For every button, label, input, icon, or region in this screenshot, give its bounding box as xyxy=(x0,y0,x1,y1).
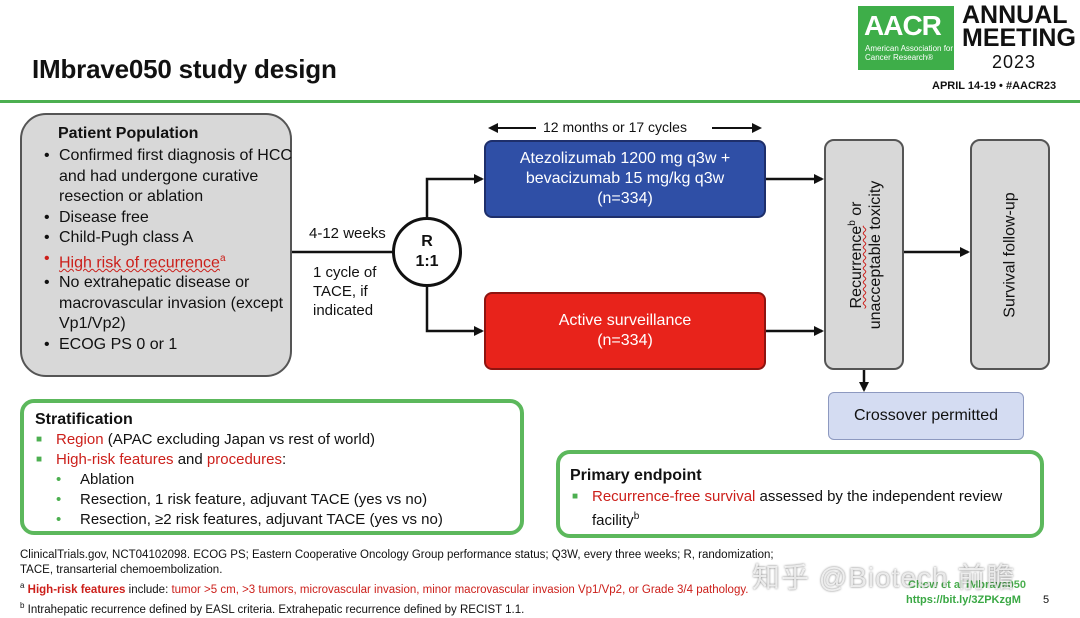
dot-bullet-icon: • xyxy=(56,511,62,528)
features-and: and xyxy=(173,451,207,468)
treatment-period-label: 12 months or 17 cycles xyxy=(543,119,687,135)
square-bullet-icon: ■ xyxy=(36,454,43,465)
control-arm-n: (n=334) xyxy=(597,332,653,349)
patient-population-list: •Confirmed first diagnosis of HCC and ha… xyxy=(44,146,294,355)
criterion-text: Disease free xyxy=(59,208,149,226)
randomization-label: R xyxy=(421,233,433,250)
randomization-node: R 1:1 xyxy=(392,217,462,287)
r-to-control-arrow xyxy=(425,287,484,336)
reference-link[interactable]: https://bit.ly/3ZPKzgM xyxy=(906,594,1021,606)
footnote-a: a High-risk features include: tumor >5 c… xyxy=(20,578,860,598)
features-label: High-risk features xyxy=(56,451,174,468)
logo-subtext: American Association for Cancer Research… xyxy=(865,44,954,62)
tace-note-line: 1 cycle of xyxy=(313,264,377,281)
list-item: •ECOG PS 0 or 1 xyxy=(44,335,294,356)
square-bullet-icon: ■ xyxy=(36,434,43,445)
page-number: 5 xyxy=(1043,594,1050,606)
stratification-title: Stratification xyxy=(35,411,133,428)
sub-item-text: Resection, 1 risk feature, adjuvant TACE… xyxy=(80,491,428,508)
footnote-marker: a xyxy=(20,581,25,590)
stratification-list: ■ Region (APAC excluding Japan vs rest o… xyxy=(36,430,443,530)
list-item: •No extrahepatic disease or macrovascula… xyxy=(44,273,294,335)
tace-note-line: TACE, if xyxy=(313,283,368,300)
randomization-ratio: 1:1 xyxy=(415,253,439,270)
sub-item-text: Ablation xyxy=(80,471,135,488)
meeting-line-2: MEETING xyxy=(962,24,1076,52)
tace-note-line: indicated xyxy=(313,302,374,319)
list-item: •Disease free xyxy=(44,208,294,229)
footnote-marker: b xyxy=(633,511,640,522)
sub-item-text: Resection, ≥2 risk features, adjuvant TA… xyxy=(80,511,443,528)
crossover-box: Crossover permitted xyxy=(828,392,1024,440)
recurrence-toxicity-label: Recurrenceb or unacceptable toxicity xyxy=(843,180,885,329)
list-item: • Resection, ≥2 risk features, adjuvant T… xyxy=(36,510,443,530)
list-item: •Child-Pugh class A xyxy=(44,228,294,249)
primary-endpoint-box xyxy=(556,450,1044,538)
list-item: • Resection, 1 risk feature, adjuvant TAC… xyxy=(36,490,443,510)
procedures-label: procedures xyxy=(206,451,282,468)
recurrence-or: or xyxy=(848,201,866,220)
footnote-a-label: High-risk features xyxy=(27,583,126,596)
experimental-arm-box: Atezolizumab 1200 mg q3w + bevacizumab 1… xyxy=(484,140,766,218)
meeting-year: 2023 xyxy=(992,52,1037,72)
criterion-text: Child-Pugh class A xyxy=(59,229,194,246)
toxicity-line: unacceptable toxicity xyxy=(867,180,885,329)
meeting-name: ANNUAL MEETING xyxy=(962,1,1076,52)
meeting-dates: APRIL 14-19 • #AACR23 xyxy=(932,80,1057,92)
list-item: •High risk of recurrencea xyxy=(44,249,226,271)
region-detail: (APAC excluding Japan vs rest of world) xyxy=(103,431,376,448)
control-arm-label: Active surveillance xyxy=(558,312,692,329)
patient-population-title: Patient Population xyxy=(58,125,199,142)
rfs-detail: assessed by the independent review facil… xyxy=(592,488,1003,529)
slide-title: IMbrave050 study design xyxy=(32,54,337,84)
footnote-a-include: include: xyxy=(125,583,172,596)
footnote-line: ClinicalTrials.gov, NCT04102098. ECOG PS… xyxy=(20,549,774,561)
recurrence-toxicity-box: Recurrenceb or unacceptable toxicity xyxy=(824,139,904,370)
citation: Chow et al IMbrave050 xyxy=(908,579,1026,591)
square-bullet-icon: ■ xyxy=(572,491,579,502)
primary-endpoint-text: ■ Recurrence-free survival assessed by t… xyxy=(572,487,1032,531)
dot-bullet-icon: • xyxy=(56,491,62,508)
list-item: • Ablation xyxy=(36,470,443,490)
survival-followup-label: Survival follow-up xyxy=(1001,191,1019,318)
recurrence-word: Recurrence xyxy=(848,225,866,308)
patient-population-box xyxy=(20,113,292,377)
header-divider xyxy=(0,100,1080,103)
list-item: •Confirmed first diagnosis of HCC and ha… xyxy=(44,146,294,208)
aacr-logo: AACR American Association for Cancer Res… xyxy=(858,6,954,70)
meeting-line-1: ANNUAL xyxy=(962,1,1068,29)
r-to-experimental-arrow xyxy=(425,174,484,217)
rfs-label: Recurrence-free survival xyxy=(592,488,756,505)
experimental-arm-n: (n=334) xyxy=(597,190,653,207)
stratification-box xyxy=(20,399,524,535)
procedures-colon: : xyxy=(281,451,287,468)
randomization-timing: 4-12 weeks xyxy=(309,225,386,242)
footnote-line: TACE, transarterial chemoembolization. xyxy=(20,564,223,576)
criterion-text: No extrahepatic disease or macrovascular… xyxy=(59,274,284,333)
footnote-marker: b xyxy=(20,600,25,610)
watermark: 知乎 @Biotech 前瞻 xyxy=(752,562,1016,593)
footnotes: ClinicalTrials.gov, NCT04102098. ECOG PS… xyxy=(20,548,860,618)
primary-endpoint-title: Primary endpoint xyxy=(570,467,702,484)
experimental-arm-line: bevacizumab 15 mg/kg q3w xyxy=(525,170,725,187)
list-item: ■ High-risk features and procedures: xyxy=(36,450,443,470)
region-label: Region xyxy=(56,431,104,448)
criterion-text: High risk of recurrence xyxy=(59,253,220,271)
dot-bullet-icon: • xyxy=(56,471,62,488)
criterion-text: Confirmed first diagnosis of HCC and had… xyxy=(59,147,292,205)
control-arm-box: Active surveillance (n=334) xyxy=(484,292,766,370)
logo-text: AACR xyxy=(864,10,942,41)
footnote-b-detail: Intrahepatic recurrence defined by EASL … xyxy=(24,603,525,616)
footnote-a-detail: tumor >5 cm, >3 tumors, microvascular in… xyxy=(171,583,749,596)
tace-note: 1 cycle of TACE, if indicated xyxy=(313,263,376,320)
list-item: ■ Region (APAC excluding Japan vs rest o… xyxy=(36,430,443,450)
footnote-marker: a xyxy=(219,252,226,264)
survival-followup-box: Survival follow-up xyxy=(970,139,1050,370)
criterion-text: ECOG PS 0 or 1 xyxy=(59,335,178,353)
experimental-arm-line: Atezolizumab 1200 mg q3w + xyxy=(519,150,731,167)
footnote-marker: b xyxy=(846,219,858,226)
footnote-b: b Intrahepatic recurrence defined by EAS… xyxy=(20,598,860,618)
